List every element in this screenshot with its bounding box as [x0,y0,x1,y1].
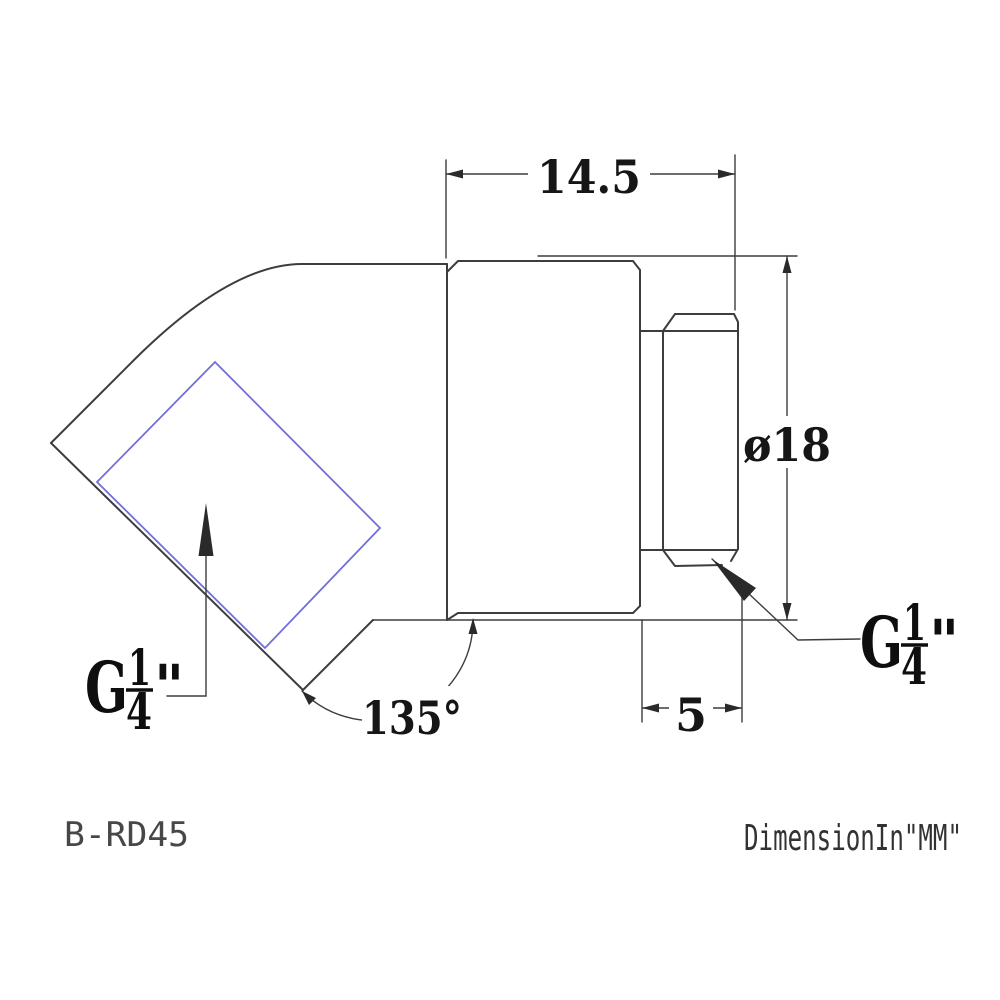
vertex-diagonal [302,619,374,691]
part-outline [50,255,798,691]
thread-crest-bottom [662,549,723,567]
port-face-line [50,442,304,691]
thread-label-left-numerator: 1 [128,638,151,697]
thread-label-right-inch-mark: " [929,607,959,675]
dim-angle-arrow-top [468,618,478,634]
leader-left [166,552,207,697]
dim-length-label: 14.5 [537,150,641,204]
thread-label-left-denominator: 4 [126,682,152,741]
thread-label-left-g: G [85,646,128,729]
leader-right-arrowhead [712,559,756,601]
thread-crest-profile [662,313,739,562]
dim-length-arrow-right [718,169,735,179]
arrowheads [198,169,792,713]
dimension-labels: 14.5 ø18 5 135° [362,150,831,745]
footer: B-RD45 DimensionIn"MM" [64,815,962,859]
dim-length-arrow-left [446,169,463,179]
leader-right [711,558,861,641]
thread-label-right-g: G [860,601,903,684]
units-note: DimensionIn"MM" [744,818,962,859]
dim-diameter-label: ø18 [743,418,831,472]
thread-label-left: G 1 4 " [85,638,184,741]
thread-label-left-inch-mark: " [154,652,184,720]
model-number: B-RD45 [64,815,189,855]
thread-label-right-numerator: 1 [903,593,926,652]
thread-label-right: G 1 4 " [860,593,959,696]
thread-label-right-denominator: 4 [901,637,927,696]
elbow-top-and-port-edge [50,263,448,444]
dim-diameter-arrow-bottom [782,603,792,620]
dim-angle-arrow-bottom [302,691,316,705]
bore-thread-outline [95,360,382,650]
dim-thread-length-label: 5 [675,688,707,742]
dim-thread-arrow-right [725,703,742,713]
dim-thread-arrow-left [642,703,659,713]
dim-angle-label: 135° [362,691,462,745]
body-right-edge [446,269,641,621]
body-top-edge [446,260,641,273]
dim-diameter-arrow-top [782,256,792,273]
text-clearance-boxes [362,146,833,744]
thread-section [639,313,739,567]
leader-left-arrowhead [198,503,214,556]
